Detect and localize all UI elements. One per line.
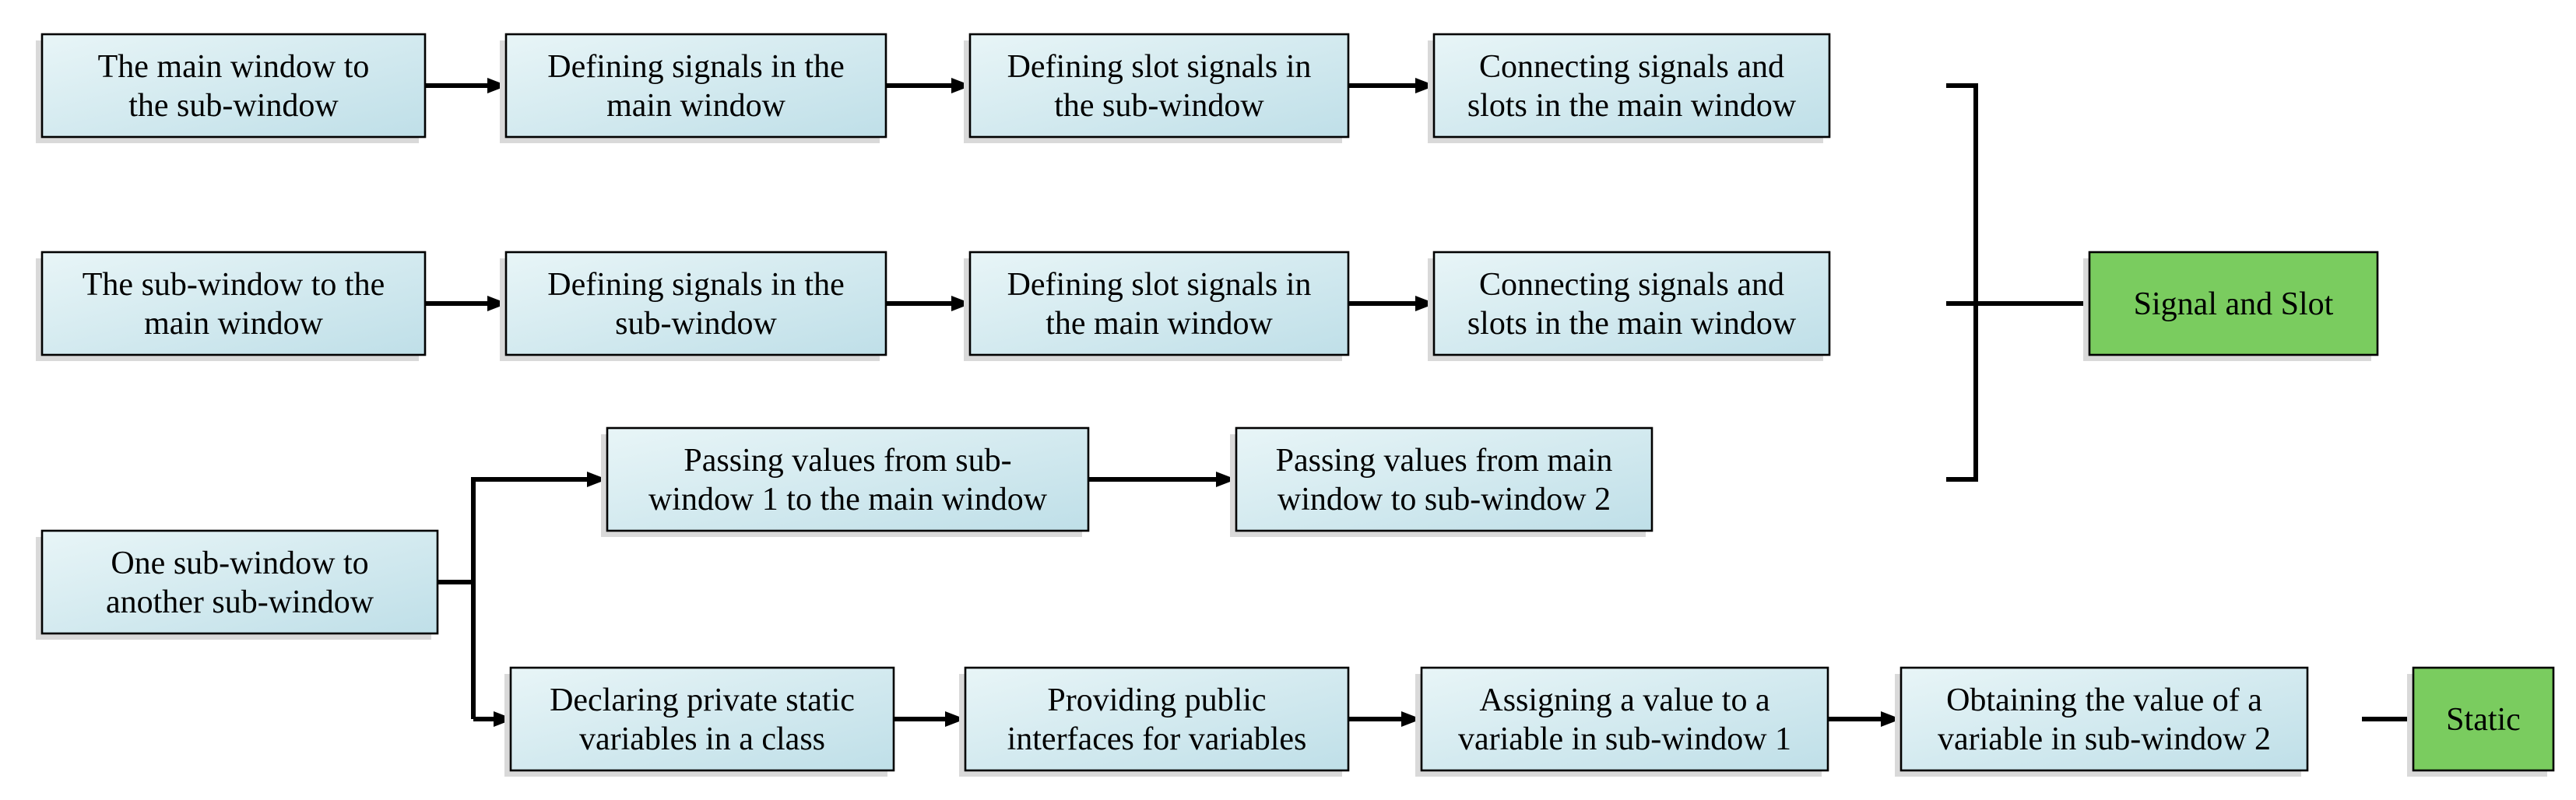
arrowhead-fork-top — [587, 472, 607, 487]
arrowhead-r4-3 — [1881, 711, 1901, 727]
node-box — [509, 666, 895, 772]
node-label-line: main window — [144, 306, 323, 342]
node-label-line: variables in a class — [579, 721, 825, 757]
arrowhead-r4-1 — [945, 711, 965, 727]
node-label-line: sub-window — [615, 306, 777, 342]
node-label-line: window 1 to the main window — [648, 482, 1048, 518]
node-box — [1432, 251, 1831, 356]
node-static: Static — [2407, 666, 2555, 777]
node-label-line: One sub-window to — [111, 546, 368, 581]
node-label-line: Defining slot signals in — [1007, 267, 1312, 303]
node-label-line: the main window — [1046, 306, 1273, 342]
node-label-line: the sub-window — [128, 88, 339, 124]
node-label-line: Obtaining the value of a — [1946, 682, 2262, 718]
node-label-line: Connecting signals and — [1479, 267, 1784, 303]
node-label-line: slots in the main window — [1467, 88, 1797, 124]
node-label-line: Defining signals in the — [547, 49, 844, 85]
connectors — [425, 78, 2412, 727]
node-label-line: slots in the main window — [1467, 306, 1797, 342]
arrowhead-r2-1 — [487, 296, 508, 311]
node-label-line: Defining signals in the — [547, 267, 844, 303]
node-box — [40, 33, 427, 139]
node-label-line: Signal and Slot — [2134, 286, 2334, 322]
node-label-line: variable in sub-window 1 — [1458, 721, 1791, 757]
node-label-line: main window — [606, 88, 785, 124]
node-label-line: Declaring private static — [550, 682, 855, 718]
node-box — [968, 33, 1350, 139]
arrowhead-r1-1 — [487, 78, 508, 93]
node-box — [1432, 33, 1831, 139]
node-r3-pass-sub1: Passing values from sub-window 1 to the … — [601, 426, 1090, 537]
bracket-signal-slot — [1946, 83, 1978, 482]
node-label-line: Passing values from main — [1276, 443, 1613, 479]
node-box — [968, 251, 1350, 356]
node-signal-slot: Signal and Slot — [2083, 251, 2379, 361]
node-box — [2412, 666, 2555, 772]
node-label-line: Connecting signals and — [1479, 49, 1784, 85]
node-label-line: The sub-window to the — [83, 267, 385, 303]
node-label-line: Passing values from sub- — [684, 443, 1011, 479]
node-box — [964, 666, 1350, 772]
arrowhead-r1-2 — [951, 78, 972, 93]
node-box — [2088, 251, 2379, 356]
arrowhead-r4-2 — [1401, 711, 1422, 727]
node-box — [504, 251, 887, 356]
node-label-line: interfaces for variables — [1007, 721, 1307, 757]
node-label-line: variable in sub-window 2 — [1938, 721, 2271, 757]
fork-branch — [471, 477, 590, 719]
node-label-line: the sub-window — [1054, 88, 1264, 124]
node-label-line: Defining slot signals in — [1007, 49, 1312, 85]
node-label-line: window to sub-window 2 — [1277, 482, 1611, 518]
node-label-line: Providing public — [1047, 682, 1266, 718]
node-label-line: The main window to — [98, 49, 370, 85]
node-box — [40, 251, 427, 356]
arrowhead-r2-2 — [951, 296, 972, 311]
arrowhead-r2-3 — [1415, 296, 1436, 311]
arrowhead-r3-1 — [1216, 472, 1236, 487]
node-box — [40, 529, 439, 635]
node-box — [1899, 666, 2309, 772]
node-label-line: Static — [2446, 702, 2521, 738]
arrowhead-r1-3 — [1415, 78, 1436, 93]
node-box — [1420, 666, 1829, 772]
node-box — [606, 426, 1090, 532]
node-label-line: another sub-window — [106, 584, 374, 620]
node-box — [1235, 426, 1653, 532]
node-label-line: Assigning a value to a — [1479, 682, 1770, 718]
node-box — [504, 33, 887, 139]
arrowhead-fork-bottom — [494, 711, 514, 727]
